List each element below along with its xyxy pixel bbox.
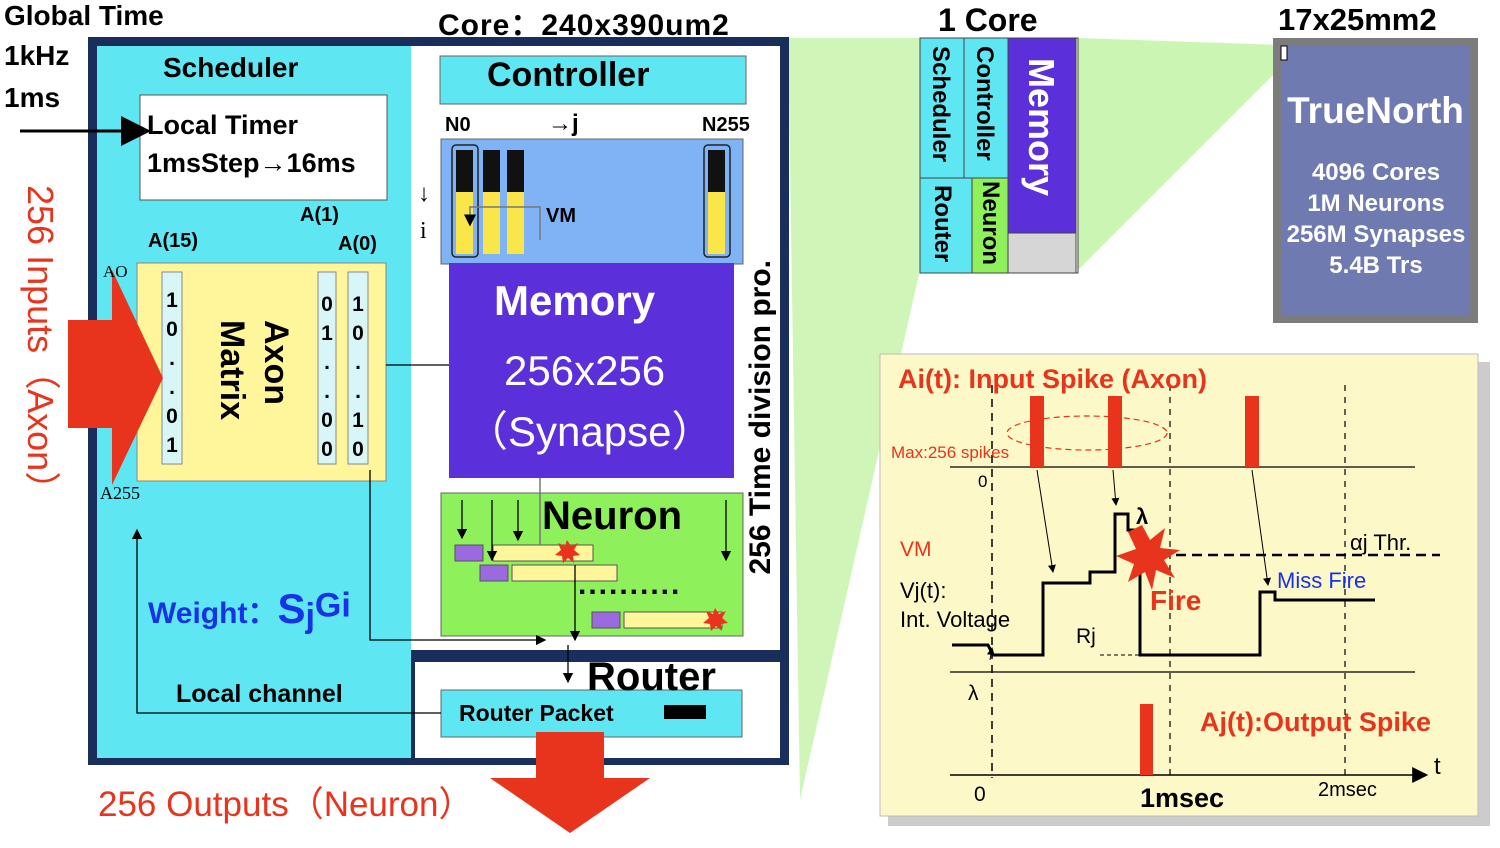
- j-direction-label: →j: [548, 110, 579, 137]
- global-time-line-1: Global Time: [4, 0, 164, 31]
- vm-label: VM: [546, 205, 576, 227]
- neuron-n255-label: N255: [702, 114, 750, 136]
- zero-top-label: 0: [978, 472, 988, 491]
- memory-synapse: （Synapse）: [466, 408, 714, 455]
- controller-bar: [439, 55, 747, 105]
- chip-name: TrueNorth: [1287, 90, 1464, 131]
- tile-neuron: Neuron: [977, 181, 1004, 265]
- alpha-thr-label: αj Thr.: [1350, 530, 1412, 555]
- one-core-label: 1 Core: [938, 2, 1038, 38]
- memory-block: [449, 263, 734, 478]
- i-direction-label: i: [420, 218, 427, 244]
- neuron-dots: ..........: [578, 568, 682, 601]
- global-time-line-3: 1ms: [4, 82, 61, 113]
- axon-a1-label: A(1): [300, 204, 339, 226]
- zoom-beam-chip: [1078, 38, 1288, 270]
- inputs-label: 256 Inputs（Axon）: [20, 185, 61, 508]
- axon-a15-label: A(15): [148, 230, 199, 252]
- chip-spec-synapses: 256M Synapses: [1286, 221, 1466, 248]
- x-zero-label: 0: [974, 783, 986, 806]
- global-time-line-2: 1kHz: [4, 40, 70, 71]
- vm-axis-label: VM: [900, 538, 932, 561]
- output-spike-label: Aj(t):Output Spike: [1200, 707, 1431, 737]
- i-direction-arrow: ↓: [418, 180, 430, 207]
- outputs-label: 256 Outputs（Neuron）: [98, 785, 474, 824]
- router-band-v: [411, 650, 415, 758]
- timing-panel: [879, 353, 1479, 817]
- tile-controller: Controller: [971, 46, 998, 161]
- output-arrow: [490, 732, 650, 833]
- memory-size: 256x256: [504, 347, 666, 394]
- x-2msec-label: 2msec: [1318, 779, 1377, 801]
- time-division-label: 256 Time division pro.: [744, 260, 777, 575]
- router-packet-label: Router Packet: [459, 700, 614, 726]
- router-band: [411, 650, 780, 662]
- core-size-label: Core：240x390um2: [438, 9, 730, 42]
- x-1msec-label: 1msec: [1140, 783, 1225, 813]
- tile-memory: Memory: [1021, 58, 1062, 197]
- local-channel-label: Local channel: [176, 680, 343, 708]
- timing-title: Ai(t): Input Spike (Axon): [898, 364, 1207, 394]
- tile-router: Router: [929, 185, 956, 263]
- zoom-beam-core: [788, 38, 920, 800]
- controller-title: Controller: [487, 56, 650, 94]
- axon-ao-label: AO: [103, 262, 128, 281]
- local-timer-label: Local Timer: [147, 110, 299, 140]
- local-timer-box: [139, 94, 388, 201]
- axon-a255-label: A255: [100, 483, 140, 503]
- vj-label: Vj(t):: [900, 578, 947, 603]
- tile-scheduler: Scheduler: [927, 46, 954, 163]
- weight-label: Weight：SjGi: [148, 585, 351, 636]
- lambda-bottom-label: λ: [968, 682, 979, 705]
- chip-spec-neurons: 1M Neurons: [1307, 190, 1445, 217]
- int-voltage-label: Int. Voltage: [900, 607, 1011, 632]
- router-title: Router: [587, 655, 716, 699]
- neuron-n0-label: N0: [445, 114, 471, 136]
- chip-size-label: 17x25mm2: [1278, 2, 1437, 37]
- t-axis-label: t: [1434, 753, 1441, 780]
- chip-specs: 4096 Cores 1M Neurons 256M Synapses 5.4B…: [1276, 157, 1476, 281]
- scheduler-title: Scheduler: [163, 52, 299, 83]
- input-arrow: [68, 270, 163, 485]
- lambda-top-label: λ: [1136, 504, 1149, 529]
- max-spikes-label: Max:256 spikes: [891, 443, 1010, 462]
- local-timer-step: 1msStep→16ms: [147, 148, 356, 178]
- chip-spec-transistors: 5.4B Trs: [1329, 252, 1423, 279]
- neuron-title: Neuron: [542, 494, 682, 538]
- chip-spec-cores: 4096 Cores: [1311, 159, 1441, 186]
- rj-label: Rj: [1076, 625, 1096, 648]
- fire-label: Fire: [1150, 585, 1202, 616]
- axon-a0-label: A(0): [338, 233, 377, 255]
- miss-fire-label: Miss Fire: [1277, 568, 1367, 593]
- memory-title: Memory: [494, 277, 656, 324]
